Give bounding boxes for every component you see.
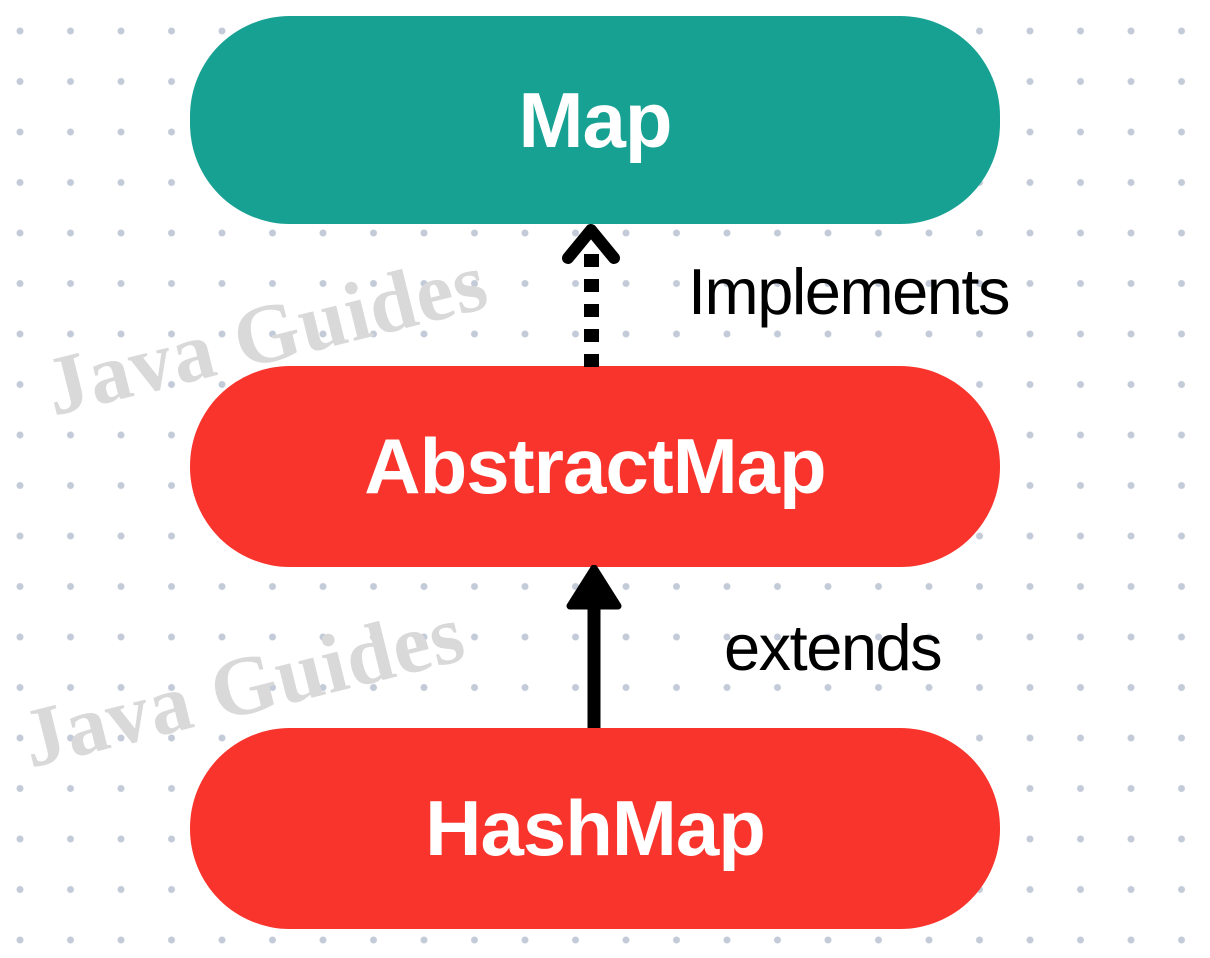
node-abstractmap-label: AbstractMap (364, 422, 826, 510)
implements-arrow-icon (562, 224, 620, 368)
edge-label-extends: extends (724, 611, 943, 684)
node-hashmap: HashMap (190, 728, 1000, 929)
edge-label-implements: Implements (688, 255, 1010, 328)
extends-arrow-icon (566, 565, 622, 728)
node-map-label: Map (518, 75, 673, 164)
node-hashmap-label: HashMap (425, 784, 766, 872)
node-abstractmap: AbstractMap (190, 366, 1000, 567)
node-map: Map (190, 16, 1000, 224)
